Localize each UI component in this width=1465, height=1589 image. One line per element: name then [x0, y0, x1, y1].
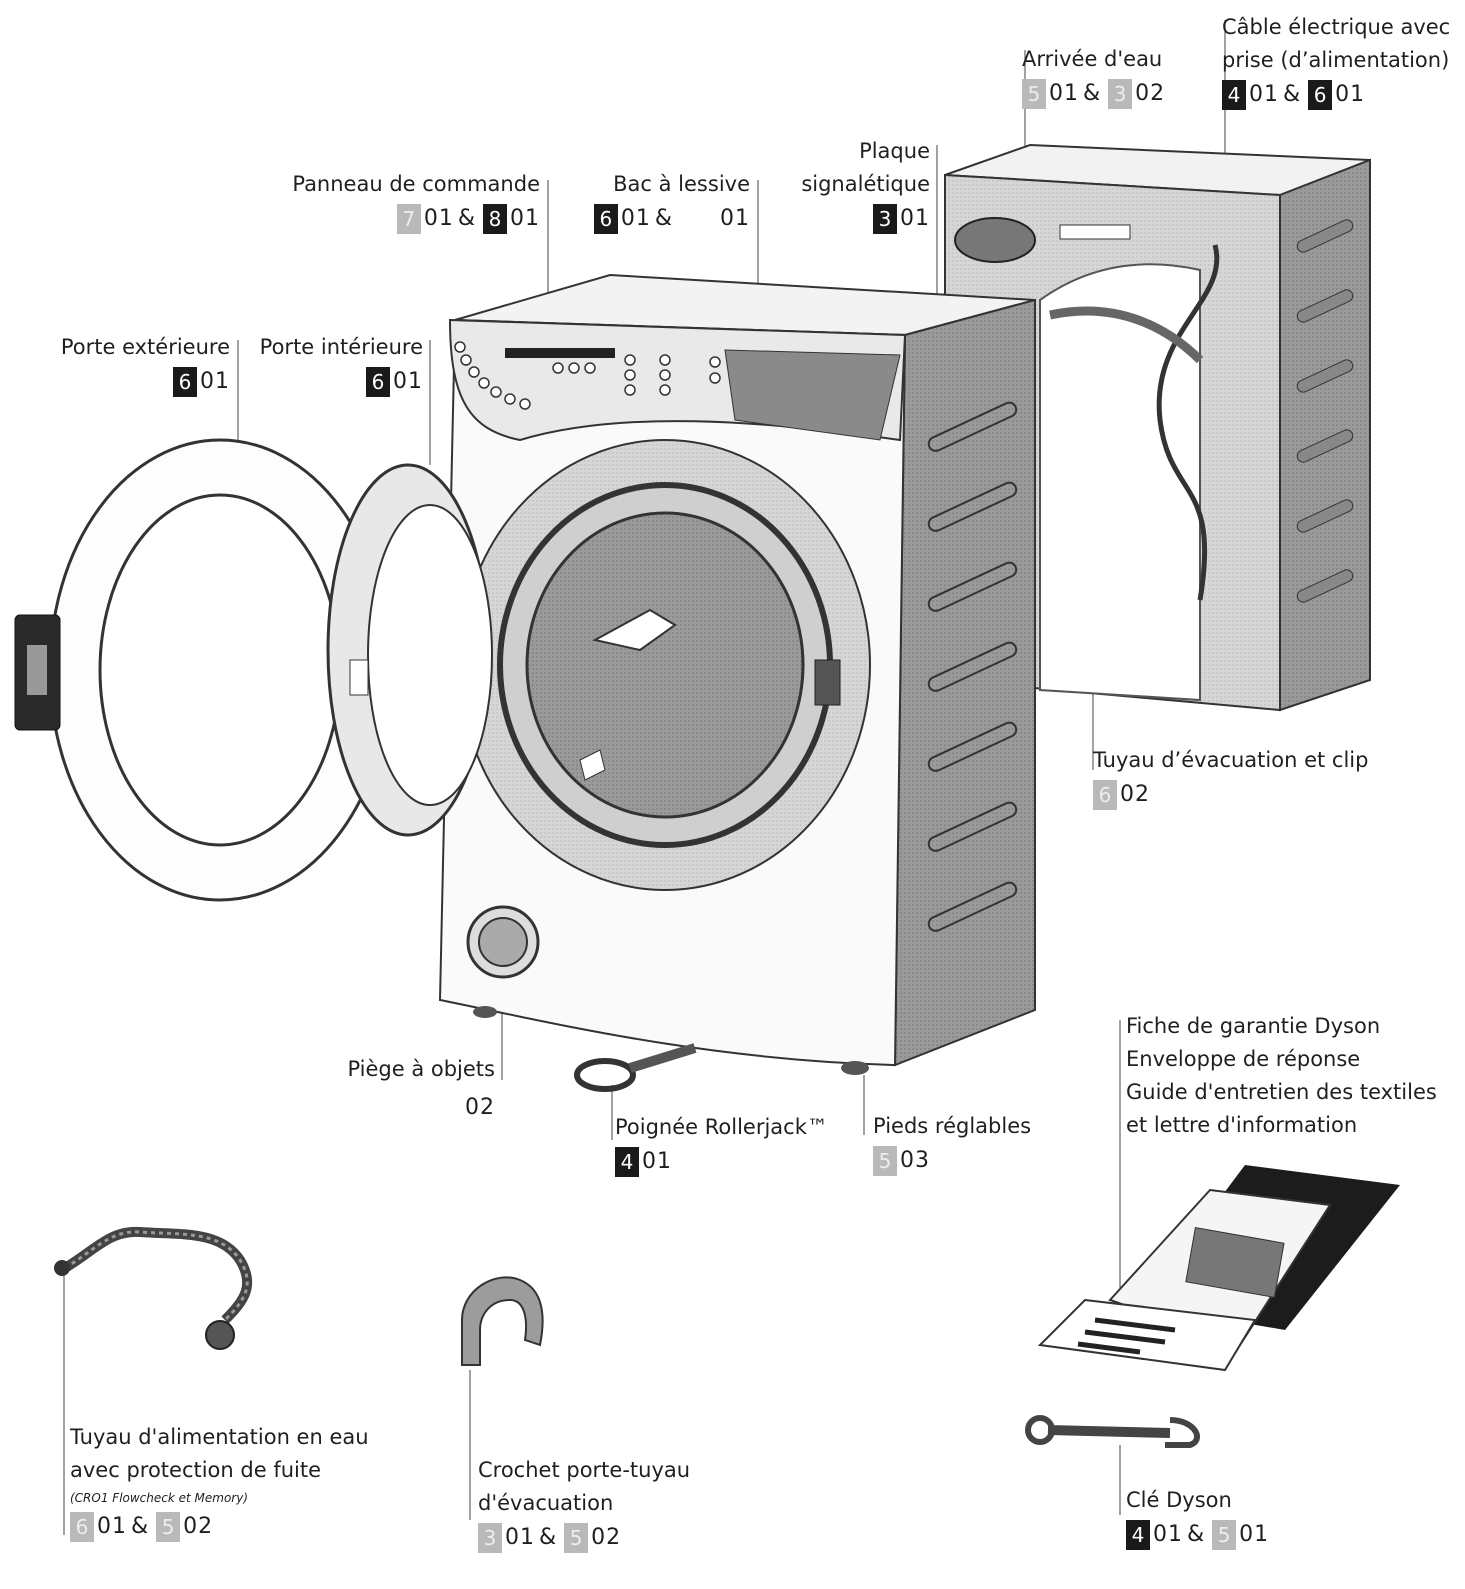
dyson-wrench — [1025, 1415, 1200, 1448]
ref-badge: 6 — [366, 367, 390, 397]
ref-badge: 6 — [1093, 780, 1117, 810]
ref-badge: 8 — [483, 204, 507, 234]
inner-door — [326, 463, 493, 837]
ref-badge: 5 — [1022, 79, 1046, 109]
ref-badge: 5 — [873, 1146, 897, 1176]
label-documents: Fiche de garantie Dyson Enveloppe de rép… — [1126, 1014, 1437, 1137]
front-machine — [438, 273, 1036, 1075]
ref-badge: 3 — [478, 1523, 502, 1553]
ref-badge: 3 — [873, 204, 897, 234]
label-piege-a-objets: Piège à objets 02 — [347, 1057, 495, 1120]
ref-badge: 6 — [1308, 80, 1333, 110]
ref-badge: 6 — [70, 1512, 94, 1542]
ref-badge: 6 — [173, 367, 197, 397]
ref-badge: 3 — [1108, 79, 1133, 109]
ref-badge: 5 — [156, 1512, 181, 1542]
rollerjack-handle — [574, 1043, 697, 1092]
rear-view-machine — [944, 143, 1371, 712]
ref-badge: 5 — [1212, 1520, 1237, 1550]
ref-badge: 6 — [593, 204, 618, 234]
ref-badge: 4 — [615, 1147, 639, 1177]
outer-door — [14, 438, 392, 902]
ref-badge: 5 — [564, 1523, 589, 1553]
ref-badge: 4 — [1222, 80, 1246, 110]
label-cable-electrique: Câble électrique avec prise (d’alimentat… — [1222, 11, 1450, 111]
inlet-hose — [54, 1226, 253, 1350]
drain-hook — [461, 1276, 544, 1366]
documents — [1037, 1165, 1400, 1372]
leader-lines — [63, 20, 1226, 1535]
label-tuyau-d-alimentation: Tuyau d'alimentation en eau avec protect… — [70, 1421, 369, 1543]
ref-badge: 4 — [1126, 1520, 1150, 1550]
ref-badge: 7 — [396, 204, 421, 234]
